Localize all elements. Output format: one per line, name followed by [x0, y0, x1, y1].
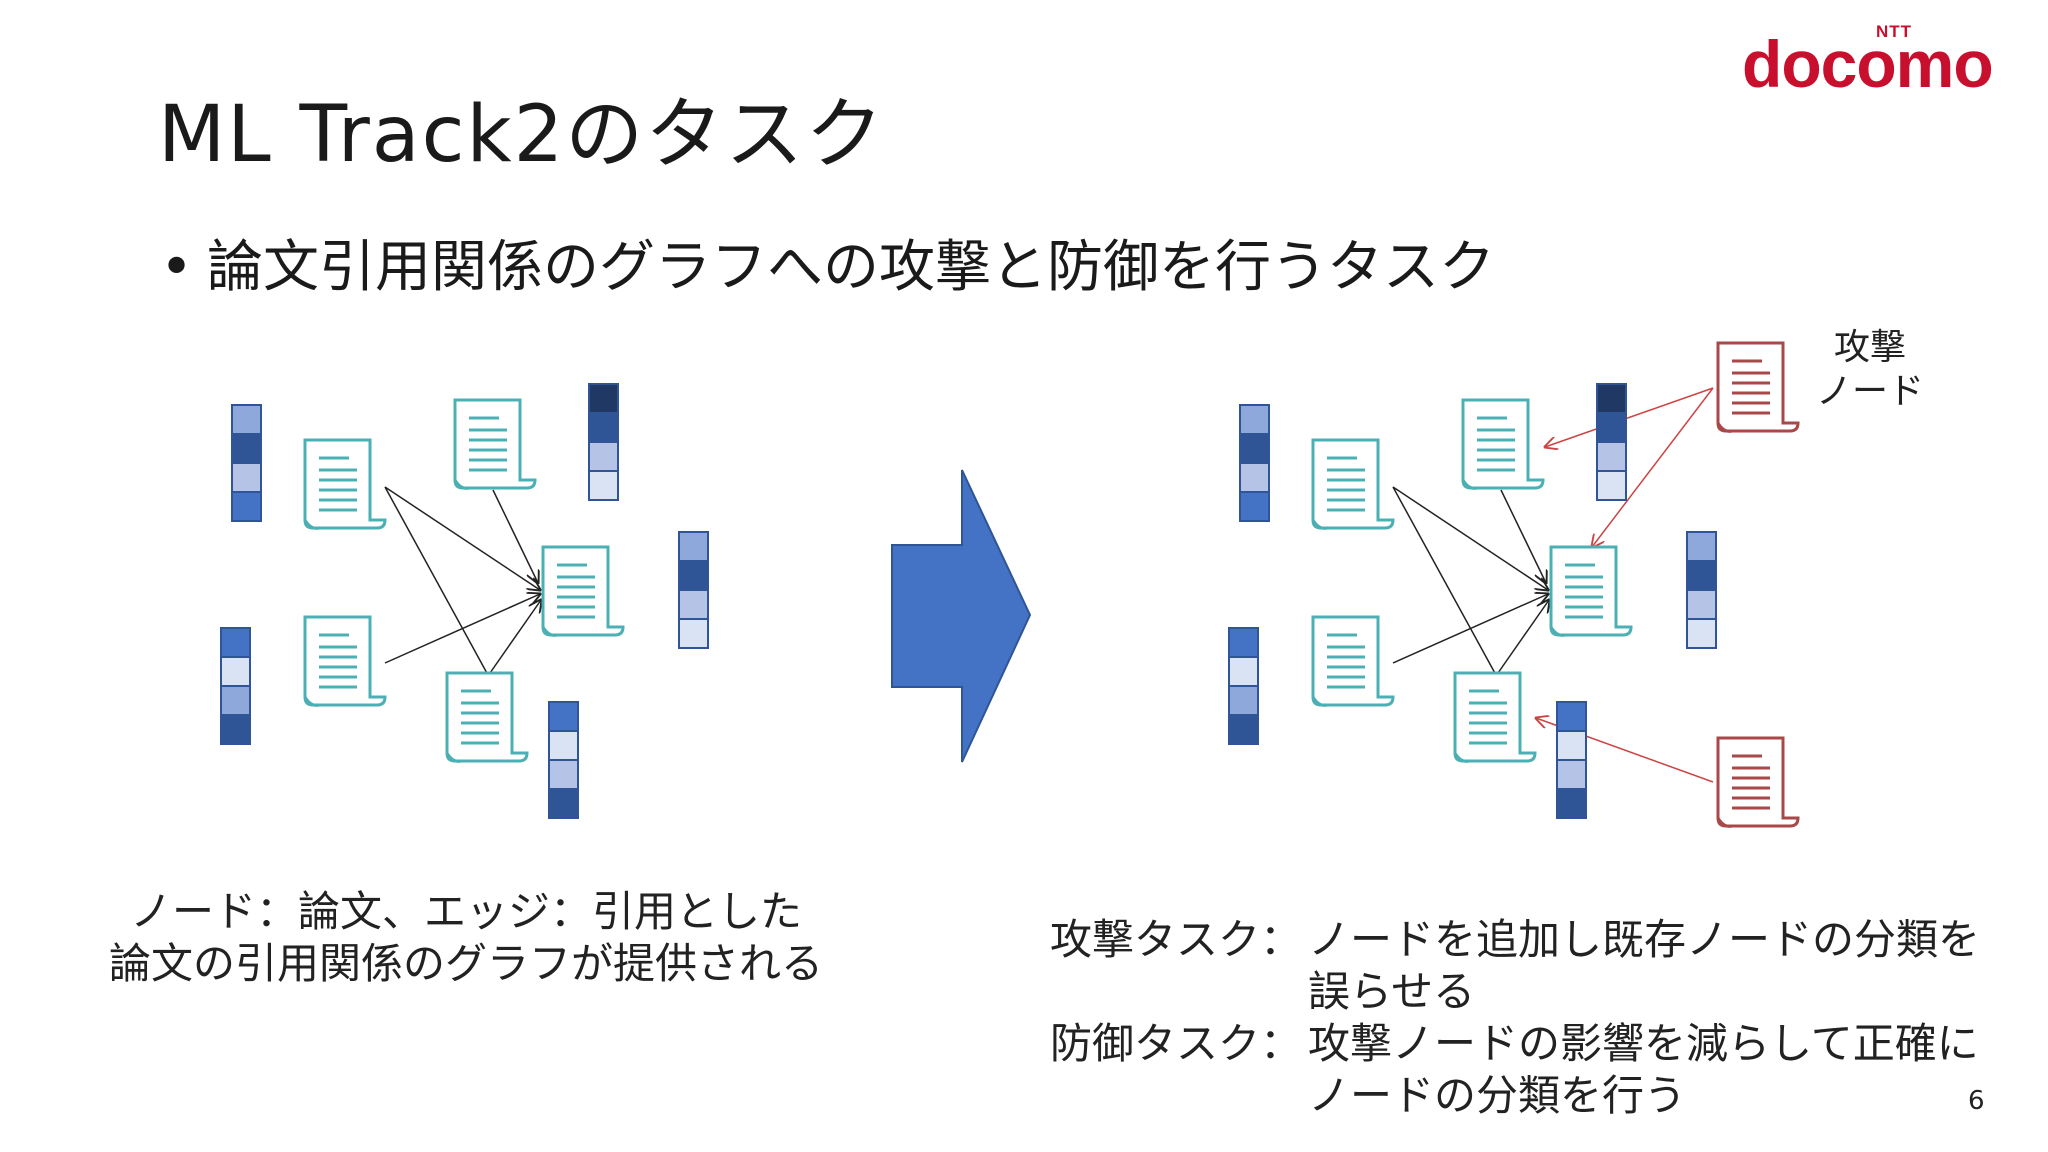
citation-edge — [1500, 489, 1546, 583]
paper-node-document-icon — [1461, 398, 1545, 490]
task-heading: 防御タスク： — [1050, 1019, 1303, 1068]
paper-node-document-icon — [1311, 615, 1395, 707]
task-body: 攻撃ノードの影響を減らして正確にノードの分類を行う — [1308, 1019, 1979, 1120]
paper-node-document-icon — [453, 398, 537, 490]
feature-vector — [1556, 701, 1587, 819]
feature-vector — [1239, 404, 1270, 522]
paper-node-document-icon — [1549, 545, 1633, 637]
attack-label-line: 攻撃 — [1833, 327, 1906, 368]
feature-vector — [1596, 383, 1627, 501]
task-body: ノードを追加し既存ノードの分類を誤らせる — [1308, 915, 1981, 1016]
feature-vector — [220, 627, 251, 745]
caption-line: 論文の引用関係のグラフが提供される — [108, 939, 823, 988]
feature-vector — [678, 531, 709, 649]
citation-edge — [1392, 486, 1497, 676]
feature-vector — [1228, 627, 1259, 745]
attack-node-document-icon — [1716, 736, 1800, 828]
feature-vector — [588, 383, 619, 501]
citation-edge — [384, 486, 489, 676]
feature-vector — [1686, 531, 1717, 649]
bullet-text: 論文引用関係のグラフへの攻撃と防御を行うタスク — [207, 235, 1496, 300]
feature-vector — [231, 404, 262, 522]
attack-edge — [1545, 387, 1714, 447]
paper-node-document-icon — [1453, 671, 1537, 763]
bullet-item: •論文引用関係のグラフへの攻撃と防御を行うタスク — [160, 222, 1495, 303]
transition-arrow-icon — [891, 469, 1032, 763]
logo-ntt-text: NTT — [1876, 22, 1913, 41]
citation-edge — [1392, 486, 1548, 590]
paper-node-document-icon — [445, 671, 529, 763]
slide-title: ML Track2のタスク — [158, 90, 886, 180]
citation-edge — [384, 486, 540, 590]
graph-description-caption: ノード：論文、エッジ：引用とした 論文の引用関係のグラフが提供される — [96, 886, 836, 990]
citation-edge — [492, 489, 538, 583]
citation-edge — [1497, 600, 1549, 674]
citation-edge — [1392, 594, 1548, 664]
paper-node-document-icon — [541, 545, 625, 637]
page-number: 6 — [1968, 1086, 1985, 1116]
attack-task-description: 攻撃タスク：ノードを追加し既存ノードの分類を誤らせる — [1050, 914, 2008, 1018]
bullet-dot-icon: • — [160, 235, 194, 300]
citation-edge — [384, 594, 540, 664]
feature-vector — [548, 701, 579, 819]
caption-line: ノード：論文、エッジ：引用とした — [129, 887, 802, 936]
paper-node-document-icon — [303, 615, 387, 707]
citation-edge — [489, 600, 541, 674]
attack-node-label: 攻撃 ノード — [1800, 326, 1940, 414]
defense-task-description: 防御タスク：攻撃ノードの影響を減らして正確にノードの分類を行う — [1050, 1018, 2008, 1122]
attack-edge — [1592, 387, 1714, 547]
attack-node-document-icon — [1716, 341, 1800, 433]
paper-node-document-icon — [303, 438, 387, 530]
paper-node-document-icon — [1311, 438, 1395, 530]
logo-brand-text: docomo — [1742, 27, 1994, 101]
task-heading: 攻撃タスク： — [1050, 915, 1303, 964]
attack-label-line: ノード — [1815, 371, 1924, 412]
docomo-logo: NTT docomo — [1742, 20, 2032, 101]
